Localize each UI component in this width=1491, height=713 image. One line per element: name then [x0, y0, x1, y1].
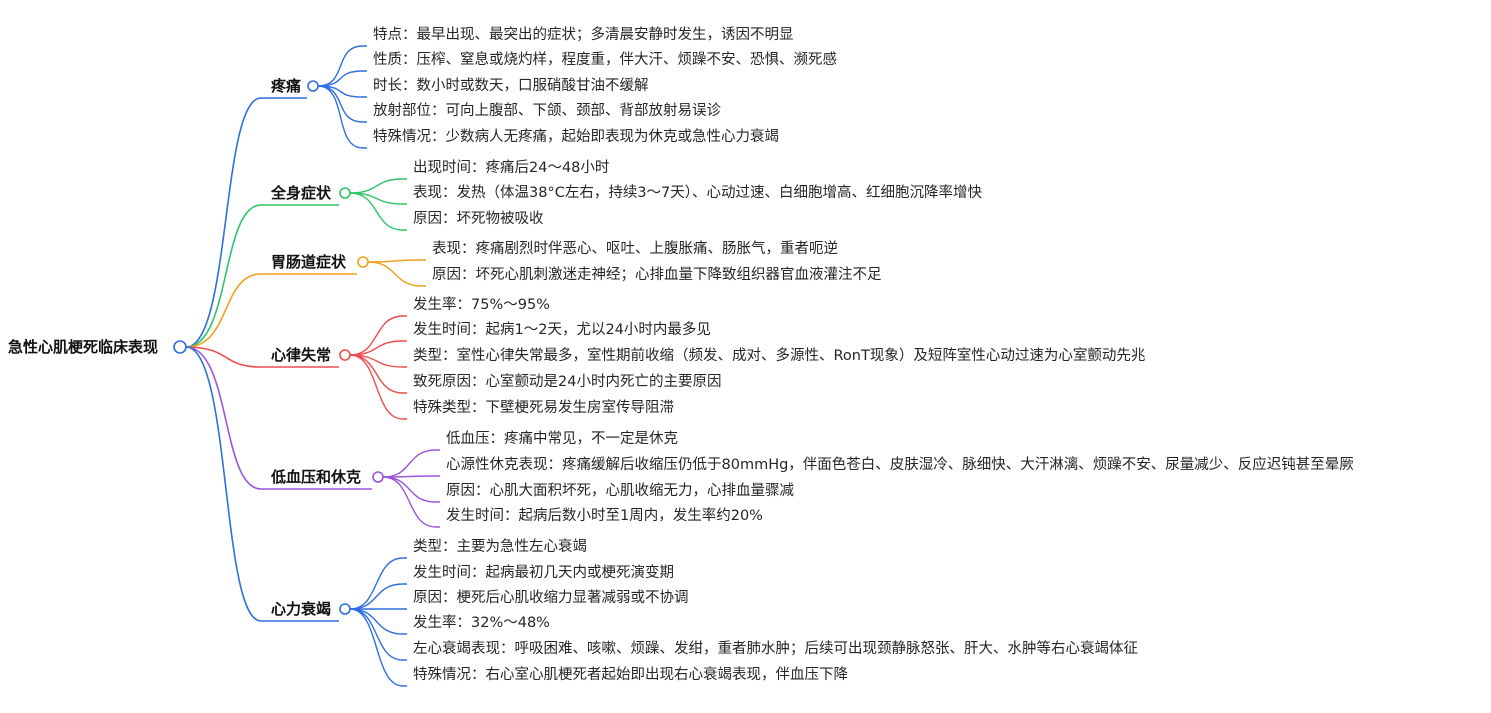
leaf-item-label[interactable]: 发生率：75%～95% [413, 297, 550, 313]
branch-toggle-circle[interactable] [339, 349, 351, 361]
leaf-item-label[interactable]: 原因：心肌大面积坏死，心肌收缩无力，心排血量骤减 [446, 483, 794, 499]
leaf-item-label[interactable]: 表现：发热（体温38°C左右，持续3～7天）、心动过速、白细胞增高、红细胞沉降率… [413, 185, 983, 201]
leaf-item-label[interactable]: 原因：坏死心肌刺激迷走神经；心排血量下降致组织器官血液灌注不足 [432, 267, 882, 283]
branch-label[interactable]: 心律失常 [271, 346, 332, 364]
leaf-item-label[interactable]: 特殊情况：右心室心肌梗死者起始即出现右心衰竭表现，伴血压下降 [413, 667, 848, 683]
leaf-connector [317, 70, 367, 87]
leaf-item-label[interactable]: 心源性休克表现：疼痛缓解后收缩压仍低于80mmHg，伴面色苍白、皮肤湿冷、脉细快… [446, 457, 1354, 473]
leaf-item-label[interactable]: 特点：最早出现、最突出的症状；多清晨安静时发生，诱因不明显 [373, 27, 794, 43]
root-toggle-circle[interactable] [173, 340, 187, 354]
leaf-connector [382, 475, 440, 478]
leaf-item-label[interactable]: 性质：压榨、窒息或烧灼样，程度重，伴大汗、烦躁不安、恐惧、濒死感 [373, 52, 837, 68]
leaf-item-label[interactable]: 类型：主要为急性左心衰竭 [413, 539, 587, 555]
leaf-connector [382, 476, 440, 503]
root-branch-connector [185, 346, 372, 490]
leaf-connector [367, 259, 426, 263]
leaf-item-label[interactable]: 放射部位：可向上腹部、下颌、颈部、背部放射易误诊 [373, 103, 721, 119]
leaf-connector [349, 557, 407, 610]
branch-toggle-circle[interactable] [339, 603, 351, 615]
branch-toggle-circle[interactable] [357, 256, 369, 268]
leaf-connector [349, 354, 407, 420]
leaf-item-label[interactable]: 发生时间：起病后数小时至1周内，发生率约20% [446, 508, 763, 524]
leaf-connector [349, 192, 407, 205]
leaf-connector [367, 261, 426, 287]
branch-label[interactable]: 全身症状 [271, 184, 332, 202]
leaf-item-label[interactable]: 原因：梗死后心肌收缩力显著减弱或不协调 [413, 590, 689, 606]
leaf-connector [349, 608, 407, 635]
leaf-item-label[interactable]: 发生时间：起病最初几天内或梗死演变期 [413, 565, 674, 581]
leaf-item-label[interactable]: 发生时间：起病1～2天，尤以24小时内最多见 [413, 322, 711, 338]
leaf-connector [317, 85, 367, 123]
leaf-connector [349, 354, 407, 394]
leaf-connector [349, 192, 407, 231]
leaf-connector [349, 340, 407, 356]
leaf-item-label[interactable]: 时长：数小时或数天，口服硝酸甘油不缓解 [373, 78, 649, 94]
branch-label[interactable]: 低血压和休克 [271, 468, 362, 486]
leaf-connector [317, 85, 367, 98]
leaf-item-label[interactable]: 低血压：疼痛中常见，不一定是休克 [446, 431, 678, 447]
leaf-item-label[interactable]: 表现：疼痛剧烈时伴恶心、呕吐、上腹胀痛、肠胀气，重者呃逆 [432, 241, 838, 257]
leaf-item-label[interactable]: 类型：室性心律失常最多，室性期前收缩（频发、成对、多源性、RonT现象）及短阵室… [413, 348, 1146, 364]
leaf-connector [349, 583, 407, 610]
leaf-item-label[interactable]: 特殊类型：下壁梗死易发生房室传导阻滞 [413, 400, 674, 416]
leaf-connector [317, 85, 367, 149]
root-branch-connector [185, 97, 307, 348]
leaf-item-label[interactable]: 特殊情况：少数病人无疼痛，起始即表现为休克或急性心力衰竭 [373, 129, 779, 145]
leaf-connector [382, 449, 440, 478]
branch-label[interactable]: 胃肠道症状 [271, 253, 347, 271]
branch-toggle-circle[interactable] [372, 471, 384, 483]
leaf-item-label[interactable]: 左心衰竭表现：呼吸困难、咳嗽、烦躁、发绀，重者肺水肿；后续可出现颈静脉怒张、肝大… [413, 641, 1138, 657]
root-branch-connector [185, 273, 357, 348]
root-branch-connector [185, 346, 339, 368]
leaf-item-label[interactable]: 发生率：32%～48% [413, 615, 550, 631]
leaf-connector [349, 178, 407, 194]
branch-toggle-circle[interactable] [339, 187, 351, 199]
branch-label[interactable]: 疼痛 [271, 77, 302, 95]
leaf-connector [349, 608, 407, 687]
leaf-item-label[interactable]: 出现时间：疼痛后24～48小时 [413, 160, 610, 176]
leaf-connector [382, 476, 440, 528]
leaf-connector [317, 45, 367, 87]
root-node-label[interactable]: 急性心肌梗死临床表现 [8, 338, 159, 356]
leaf-connector [349, 354, 407, 368]
root-branch-connector [185, 204, 339, 348]
leaf-connector [349, 315, 407, 356]
leaf-item-label[interactable]: 原因：坏死物被吸收 [413, 211, 544, 227]
branch-label[interactable]: 心力衰竭 [271, 600, 332, 618]
branch-toggle-circle[interactable] [307, 80, 319, 92]
root-branch-connector [185, 346, 339, 622]
leaf-item-label[interactable]: 致死原因：心室颤动是24小时内死亡的主要原因 [413, 374, 722, 390]
